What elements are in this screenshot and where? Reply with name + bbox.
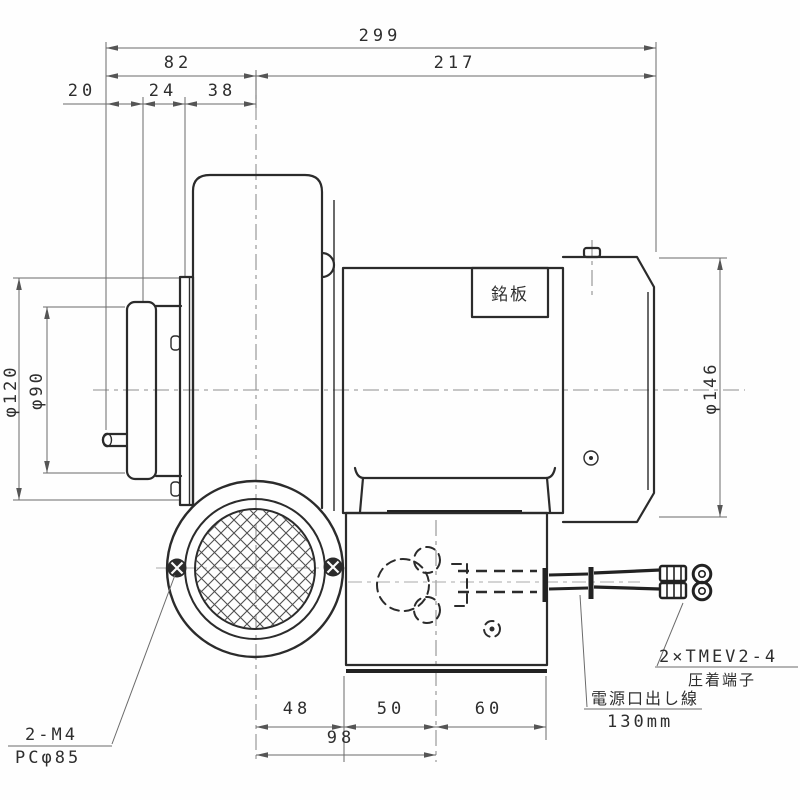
terminal-name-label: 圧着端子: [688, 671, 756, 689]
dim-20: 20: [68, 81, 96, 101]
crimp-ridges: [666, 584, 682, 597]
mounting-plate: [178, 275, 195, 507]
scroll-outline: [191, 173, 324, 510]
ring-hole: [697, 569, 706, 578]
dim-60: 60: [475, 699, 503, 719]
lead-wire-leader: [579, 594, 702, 710]
inlet-tube: [154, 304, 183, 478]
gland-lobe-top: [413, 546, 441, 574]
terminal-box-outline: [344, 511, 549, 667]
inlet-assembly: [101, 275, 195, 507]
pitch-circle-label: PCφ85: [15, 748, 81, 768]
dimension-lines: [16, 45, 723, 758]
crimp-terminal-upper: [658, 563, 713, 585]
annotations: 2-M4 PCφ85 2×TMEV2-4 圧着端子 電源口出し線 130mm: [8, 574, 798, 768]
port-screw-right: [323, 557, 343, 577]
extension-lines: [13, 42, 727, 762]
dim-phi146: φ146: [701, 362, 721, 415]
crimp-terminal-lower: [658, 580, 713, 602]
gland-lobe-bottom: [413, 596, 441, 624]
inlet-pin: [101, 432, 129, 448]
dim-phi90: φ90: [27, 370, 47, 410]
dim-98: 98: [327, 728, 355, 748]
phillips-cross-icon: [326, 560, 340, 574]
mesh-screen: [196, 510, 314, 628]
dim-24: 24: [149, 81, 177, 101]
power-cable: [542, 563, 713, 602]
plate-clip-bottom: [170, 481, 181, 497]
neck-sides: [358, 476, 552, 514]
cable-section-2: [593, 568, 661, 591]
dimension-texts: 299 82 217 20 24 38 φ120 φ90 φ146 48 50 …: [1, 26, 721, 748]
plate-clip-top: [170, 335, 181, 351]
motor-end-cap: [561, 255, 656, 524]
crimp-ridges: [666, 567, 682, 580]
neck-top: [353, 466, 557, 480]
dim-phi120: φ120: [1, 365, 21, 418]
inlet-flange: [125, 300, 158, 481]
ground-screw-center: [489, 626, 495, 632]
ring-lug: [691, 580, 713, 602]
cable-section-1: [548, 572, 589, 591]
port-screw-left: [167, 558, 187, 578]
dim-50: 50: [377, 699, 405, 719]
cap-top-bolt: [582, 246, 602, 259]
cap-hole-center: [589, 456, 593, 460]
phillips-cross-icon: [170, 561, 184, 575]
nameplate-box: [470, 266, 550, 319]
lead-length-label: 130mm: [607, 712, 673, 732]
centerlines: [93, 74, 745, 762]
port-mesh-rim: [194, 508, 316, 630]
cap-hole: [583, 450, 599, 466]
port-flange-outer: [165, 479, 345, 659]
motor: 銘板: [341, 246, 656, 524]
dim-overall-length: 299: [359, 26, 402, 46]
screw-leader: [8, 574, 176, 747]
outlet-port: [165, 479, 345, 659]
dim-82: 82: [164, 53, 192, 73]
ring-lug: [691, 563, 713, 585]
screw-spec-label: 2-M4: [25, 725, 78, 745]
nameplate-label: 銘板: [491, 285, 529, 305]
ring-hole: [697, 586, 706, 595]
dim-48: 48: [283, 699, 311, 719]
cable-gland-hidden: [376, 558, 430, 612]
scroll-flange-bump: [320, 251, 336, 279]
inlet-pin-cap: [101, 432, 113, 448]
scroll-housing: [191, 173, 336, 511]
terminal-leader: [655, 602, 798, 668]
ground-screw-hidden: [483, 620, 501, 638]
dim-38: 38: [208, 81, 236, 101]
lead-wire-label: 電源口出し線: [591, 689, 699, 708]
lead-wires-hidden: [458, 569, 537, 594]
dim-217: 217: [434, 53, 477, 73]
terminal-box: [344, 511, 549, 673]
gland-bracket-hidden: [451, 563, 468, 607]
terminal-type-label: 2×TMEV2-4: [659, 647, 778, 667]
